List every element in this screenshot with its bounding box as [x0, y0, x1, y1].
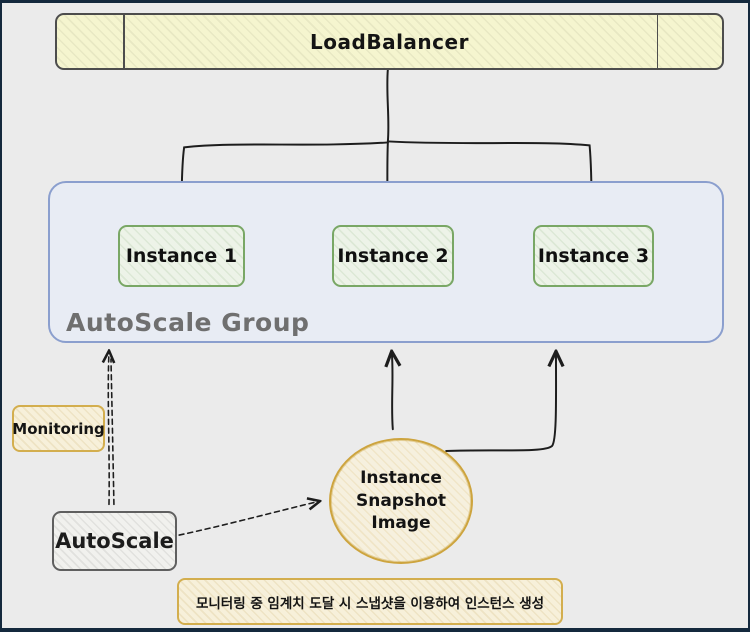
instance-1-node: Instance 1 [118, 225, 245, 287]
arrow-snapshot-to-group-right [445, 353, 556, 452]
autoscale-label: AutoScale [55, 529, 174, 553]
dashed-line-autoscale-to-group-2 [110, 358, 115, 506]
snapshot-label-line-2: Snapshot [355, 490, 446, 511]
instance-2-node: Instance 2 [332, 225, 454, 287]
dashed-arrow-autoscale-to-snapshot [178, 501, 318, 536]
instance-3-label: Instance 3 [537, 245, 650, 267]
snapshot-label-line-1: Instance [360, 468, 442, 489]
arrow-lb-stem [386, 68, 390, 143]
autoscale-node: AutoScale [52, 511, 177, 571]
bottom-note-text: 모니터링 중 임계치 도달 시 스냅샷을 이용하여 인스턴스 생성 [195, 595, 545, 612]
instance-2-label: Instance 2 [337, 245, 449, 267]
dashed-arrow-autoscale-to-group [108, 352, 109, 506]
load-balancer-node: LoadBalancer [55, 13, 724, 70]
monitoring-label: Monitoring [12, 419, 105, 438]
arrow-snapshot-to-group-left [392, 353, 393, 431]
diagram-canvas: LoadBalancer Instance 1 Instance 2 Insta… [2, 3, 748, 628]
load-balancer-label: LoadBalancer [310, 29, 469, 54]
instance-3-node: Instance 3 [533, 225, 654, 287]
bottom-note: 모니터링 중 임계치 도달 시 스냅샷을 이용하여 인스턴스 생성 [177, 578, 563, 625]
autoscale-group-container: Instance 1 Instance 2 Instance 3 AutoSca… [48, 181, 724, 343]
snapshot-label-line-3: Image [371, 513, 431, 534]
monitoring-tag: Monitoring [12, 405, 105, 452]
load-balancer-right-divider [656, 15, 658, 68]
instance-snapshot-image-node: Instance Snapshot Image [329, 438, 473, 564]
instance-1-label: Instance 1 [125, 245, 238, 267]
load-balancer-left-divider [123, 15, 125, 68]
autoscale-group-label: AutoScale Group [66, 308, 310, 337]
